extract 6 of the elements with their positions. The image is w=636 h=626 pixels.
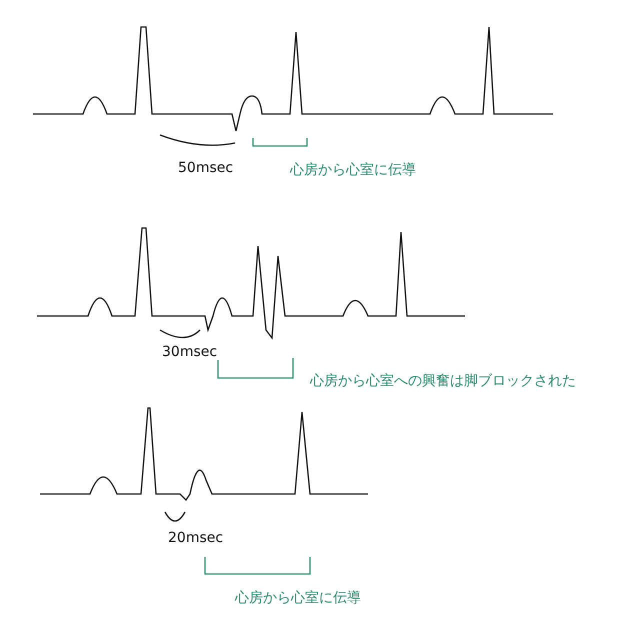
- annotation-text: 心房から心室に伝導: [290, 162, 416, 178]
- annotation-text: 心房から心室への興奮は脚ブロックされた: [310, 373, 576, 389]
- annotation-text: 心房から心室に伝導: [235, 590, 361, 606]
- duration-label: 20msec: [168, 530, 224, 546]
- duration-label: 30msec: [162, 344, 218, 360]
- duration-label: 50msec: [178, 160, 234, 176]
